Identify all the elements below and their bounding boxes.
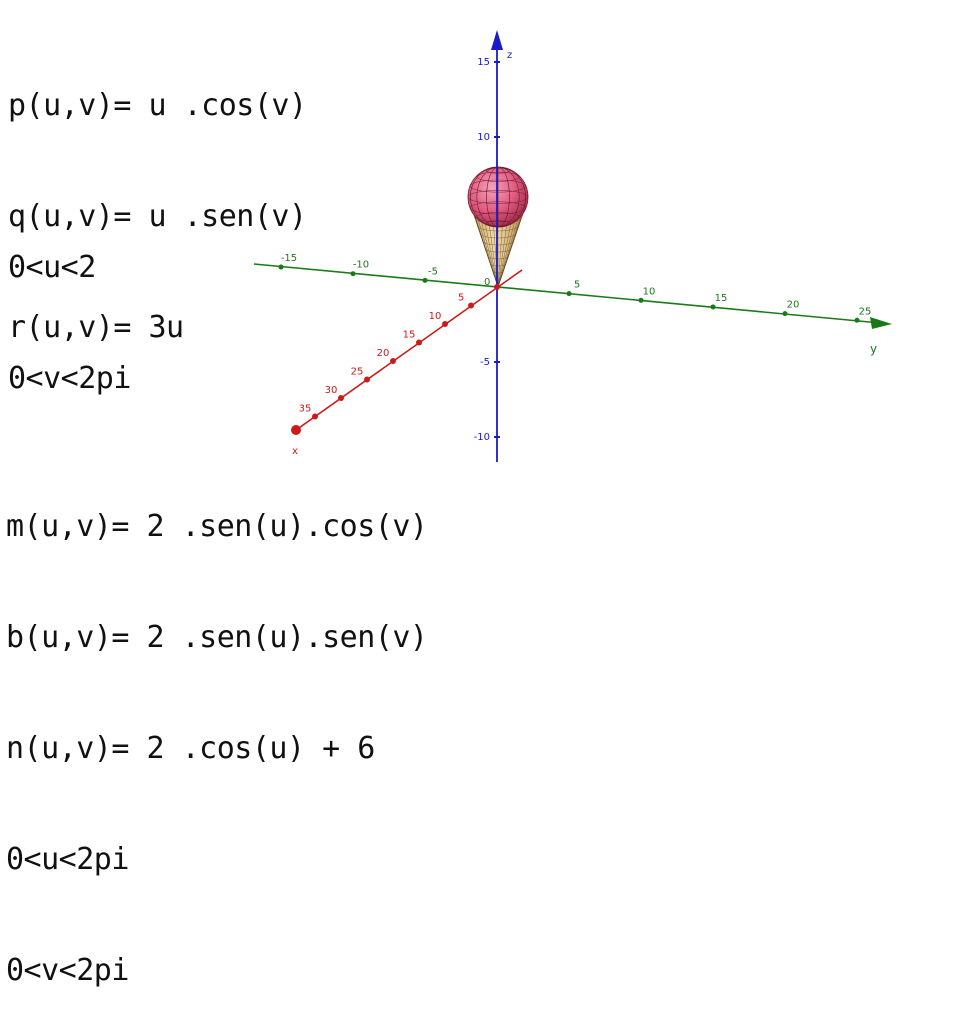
y-tick-mark xyxy=(782,311,788,317)
x-tick-mark xyxy=(416,339,422,346)
y-tick-label: 20 xyxy=(787,300,800,311)
z-axis-arrow xyxy=(491,30,503,50)
equation-b: b(u,v)= 2 .sen(u).sen(v) xyxy=(6,620,428,655)
y-tick-label: 25 xyxy=(859,306,872,317)
domain-u: 0<u<2 xyxy=(8,250,96,285)
y-tick-mark xyxy=(854,317,860,323)
cone-equations: p(u,v)= u .cos(v) q(u,v)= u .sen(v) r(u,… xyxy=(8,13,307,383)
y-tick-mark xyxy=(638,297,644,303)
origin-label: 0 xyxy=(484,277,490,288)
domain-v: 0<v<2pi xyxy=(8,361,131,396)
equation-n: n(u,v)= 2 .cos(u) + 6 xyxy=(6,731,375,766)
cone-domain: 0<u<2 0<v<2pi xyxy=(8,175,131,434)
x-tick-label: 35 xyxy=(299,404,312,415)
y-tick-mark xyxy=(566,291,572,297)
3d-plot[interactable]: -15 -10 -5 5 10 15 20 25 y 5 10 15 20 25 30 35 x 15 10… xyxy=(0,0,962,636)
y-tick-label: 15 xyxy=(715,293,728,304)
sphere-equations: m(u,v)= 2 .sen(u).cos(v) b(u,v)= 2 .sen(… xyxy=(6,434,428,1026)
y-tick-mark xyxy=(350,271,356,277)
sphere-surface xyxy=(467,166,529,228)
domain-v: 0<v<2pi xyxy=(6,953,129,988)
z-tick-label: 10 xyxy=(477,132,490,143)
x-tick-label: 30 xyxy=(325,385,338,396)
x-axis xyxy=(295,269,523,431)
x-tick-label: 20 xyxy=(377,348,390,359)
z-axis-name: z xyxy=(507,50,512,61)
x-tick-mark xyxy=(364,376,370,383)
z-tick-label: -10 xyxy=(474,432,490,443)
x-axis-name: x xyxy=(292,446,298,457)
y-tick-label: -15 xyxy=(281,253,297,264)
x-tick-label: 15 xyxy=(403,330,416,341)
equation-q: q(u,v)= u .sen(v) xyxy=(8,199,307,234)
x-tick-label: 5 xyxy=(458,293,464,304)
y-axis-name: y xyxy=(870,342,877,356)
x-tick-mark xyxy=(468,302,474,309)
x-axis-end xyxy=(291,425,301,435)
y-tick-label: -5 xyxy=(428,266,438,277)
x-tick-mark xyxy=(338,395,344,401)
y-tick-label: -10 xyxy=(353,260,369,271)
x-tick-label: 25 xyxy=(351,367,364,378)
equation-p: p(u,v)= u .cos(v) xyxy=(8,88,307,123)
x-tick-mark xyxy=(390,358,396,364)
y-tick-mark xyxy=(278,264,284,270)
x-tick-mark xyxy=(442,321,448,327)
y-tick-mark xyxy=(422,277,428,283)
z-tick-label: -5 xyxy=(480,357,490,368)
z-tick-label: 15 xyxy=(477,57,490,68)
origin-point xyxy=(494,284,500,290)
domain-u: 0<u<2pi xyxy=(6,842,129,877)
y-tick-label: 5 xyxy=(574,280,580,291)
x-tick-mark xyxy=(312,413,318,420)
y-tick-mark xyxy=(710,304,716,310)
y-tick-label: 10 xyxy=(643,286,656,297)
x-tick-label: 10 xyxy=(429,311,442,322)
y-axis-arrow xyxy=(870,317,892,329)
equation-r: r(u,v)= 3u xyxy=(8,310,184,345)
equation-m: m(u,v)= 2 .sen(u).cos(v) xyxy=(6,509,428,544)
